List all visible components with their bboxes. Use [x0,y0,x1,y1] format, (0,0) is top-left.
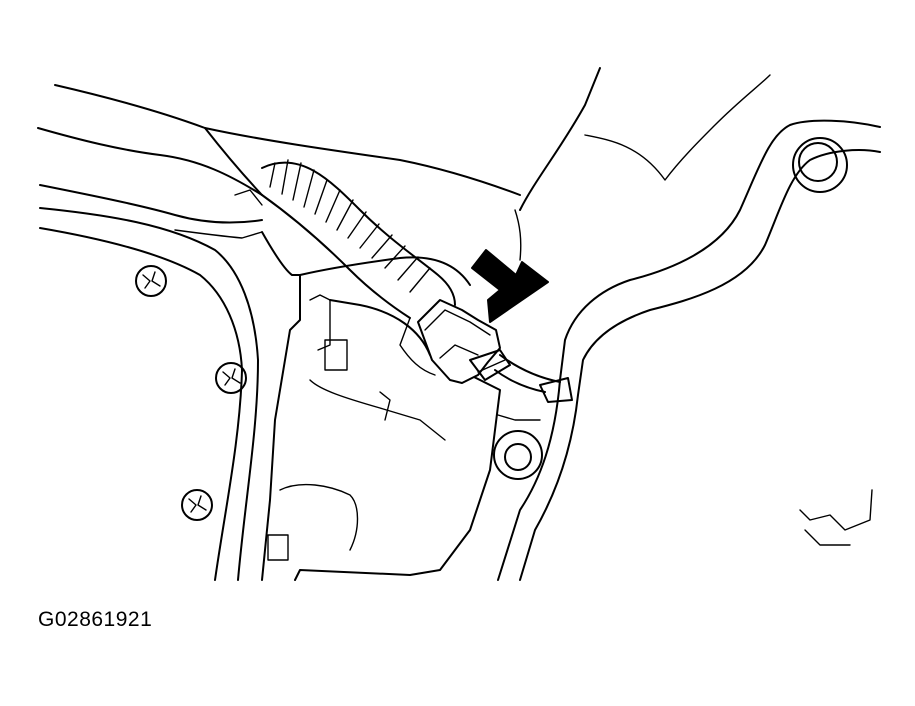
frame-rail [497,119,881,581]
arrow-pointer-icon [471,249,549,323]
bolt-1 [135,265,167,297]
bolt-3 [181,489,213,521]
figure-id: G02861921 [38,608,153,631]
wire-harness [261,159,456,319]
bolt-heads [135,265,247,521]
valve-body-housing [261,231,543,581]
connector [399,299,573,403]
bolt-2 [215,362,247,394]
body-panel [54,67,771,261]
transmission-case [37,127,263,581]
